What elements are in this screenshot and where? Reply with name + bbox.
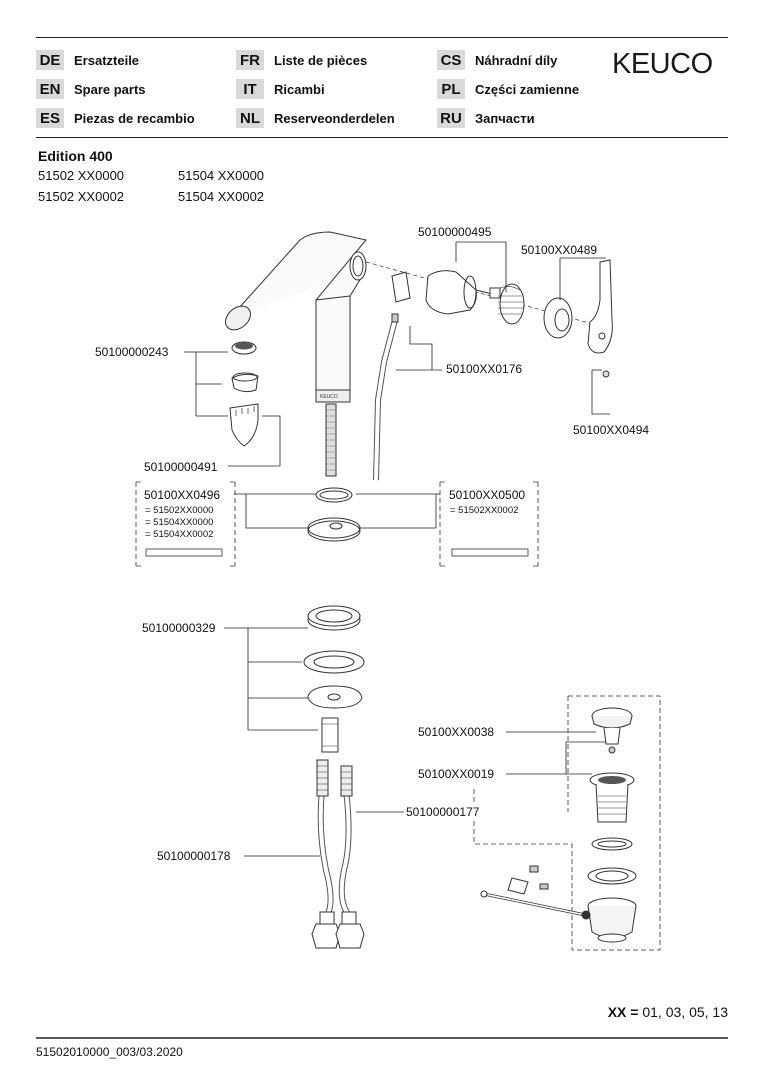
lang-nl: NL Reserveonderdelen	[236, 107, 395, 129]
part-label: 50100000491	[144, 460, 218, 474]
product-number: 51504 XX0000	[178, 168, 265, 183]
part-note: = 51504XX0002	[145, 529, 214, 540]
rod-illustration	[373, 313, 399, 481]
leader-lines-hoses	[244, 811, 404, 857]
drain-assembly-illustration	[480, 707, 637, 943]
product-number: 51504 XX0002	[178, 189, 265, 204]
part-label: 50100XX0176	[446, 362, 523, 376]
lang-code: CS	[437, 50, 465, 70]
lang-cs: CS Náhradní díly	[437, 49, 557, 71]
lang-code: PL	[437, 79, 465, 99]
small-screw-illustration	[602, 370, 610, 378]
gasket-ring-illustration	[315, 487, 353, 503]
lang-name: Ricambi	[274, 81, 325, 97]
color-variant-legend: XX = 01, 03, 05, 13	[608, 1004, 728, 1020]
lang-code: IT	[236, 79, 264, 99]
part-note: = 51502XX0000	[145, 505, 214, 516]
lang-name: Liste de pièces	[274, 52, 368, 68]
lang-name: Ersatzteile	[74, 52, 140, 68]
cap-illustration	[543, 297, 573, 339]
product-title: Edition 400	[38, 148, 113, 164]
svg-text:KEUCO: KEUCO	[320, 394, 338, 400]
part-label: 50100XX0494	[573, 423, 650, 437]
lang-code: ES	[36, 108, 64, 128]
lang-pl: PL Części zamienne	[437, 78, 579, 100]
part-label: 50100XX0489	[521, 243, 598, 257]
washer-plate-illustration	[307, 517, 361, 542]
part-label: 50100000177	[406, 805, 480, 819]
lang-fr: FR Liste de pièces	[236, 49, 367, 71]
lever-handle-illustration	[587, 259, 613, 354]
faucet-body-illustration: KEUCO	[224, 231, 367, 477]
part-label: 50100XX0019	[418, 767, 495, 781]
leader-lines-mount	[224, 627, 318, 731]
lang-code: NL	[236, 108, 264, 128]
brand-logo: KEUCO	[612, 48, 713, 80]
part-label: 50100000495	[418, 225, 492, 239]
leader-lines-drain	[506, 731, 606, 775]
drain-dashed-box	[473, 695, 661, 951]
part-label: 50100XX0500	[449, 488, 526, 502]
lang-en: EN Spare parts	[36, 78, 146, 100]
lang-code: DE	[36, 50, 64, 70]
leader-lines-top	[184, 241, 610, 529]
lang-name: Części zamienne	[475, 81, 580, 97]
part-label: 50100000329	[142, 621, 216, 635]
cartridge-illustration	[391, 270, 501, 315]
lang-code: RU	[437, 108, 465, 128]
lang-name: Spare parts	[74, 81, 146, 97]
aerator-illustration	[229, 341, 259, 447]
hoses-illustration	[311, 759, 365, 949]
part-note: = 51504XX0000	[145, 517, 214, 528]
product-number: 51502 XX0002	[38, 189, 125, 204]
lang-ru: RU Запчасти	[437, 107, 535, 129]
lang-it: IT Ricambi	[236, 78, 325, 100]
part-label: 50100000178	[157, 849, 231, 863]
part-label: 50100XX0038	[418, 725, 495, 739]
part-label: 50100000243	[95, 345, 169, 359]
lang-name: Запчасти	[475, 110, 535, 126]
threaded-ring-illustration	[498, 283, 525, 325]
lang-name: Reserveonderdelen	[274, 110, 395, 126]
lang-es: ES Piezas de recambio	[36, 107, 195, 129]
mounting-parts-illustration	[303, 605, 365, 753]
lang-name: Piezas de recambio	[74, 110, 195, 126]
lang-code: FR	[236, 50, 264, 70]
top-rule	[36, 37, 728, 38]
header-bottom-rule	[36, 137, 728, 138]
product-number: 51502 XX0000	[38, 168, 125, 183]
lang-code: EN	[36, 79, 64, 99]
part-label: 50100XX0496	[144, 488, 221, 502]
lang-name: Náhradní díly	[475, 52, 558, 68]
lang-de: DE Ersatzteile	[36, 49, 139, 71]
xx-values: 01, 03, 05, 13	[642, 1004, 728, 1020]
part-note: = 51502XX0002	[450, 505, 519, 516]
xx-label: XX =	[607, 1004, 639, 1020]
document-id: 51502010000_003/03.2020	[36, 1045, 183, 1059]
